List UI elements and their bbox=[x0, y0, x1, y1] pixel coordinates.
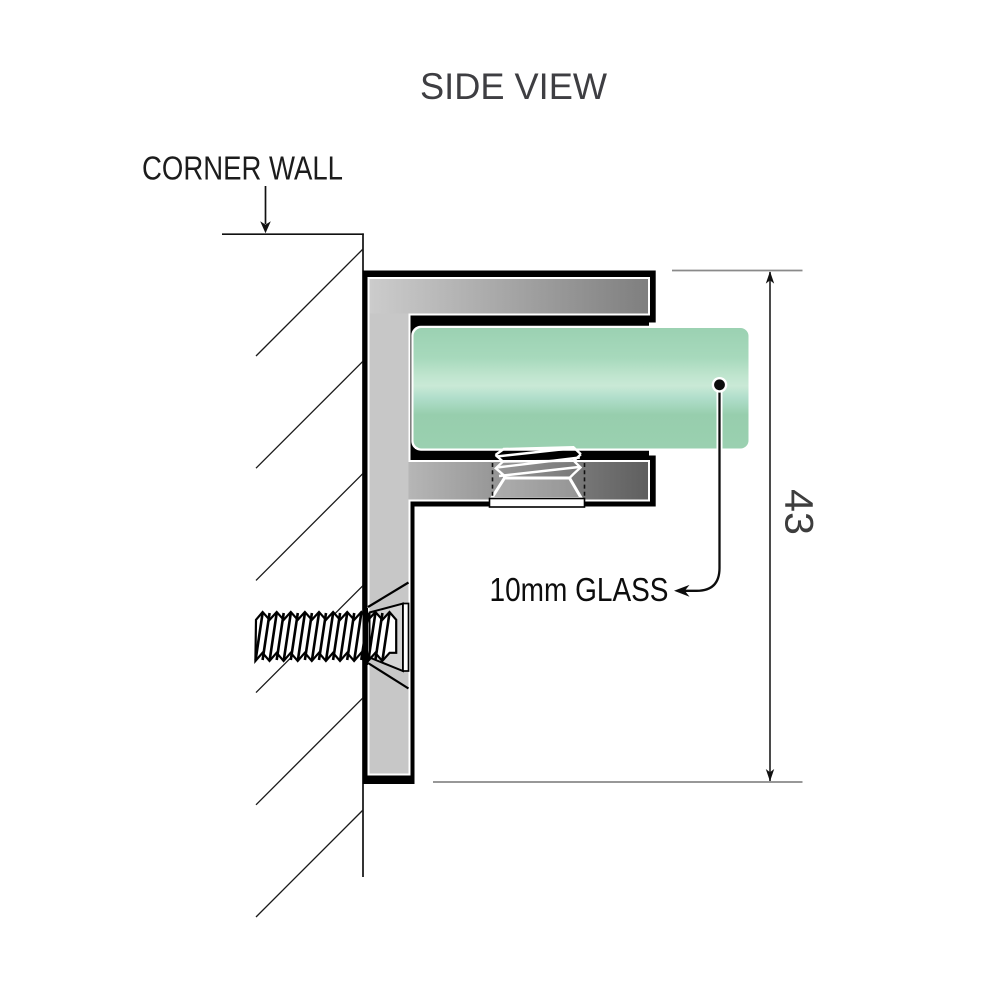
svg-text:43: 43 bbox=[777, 489, 821, 535]
svg-text:10mm GLASS: 10mm GLASS bbox=[490, 571, 669, 608]
svg-text:SIDE VIEW: SIDE VIEW bbox=[420, 66, 607, 107]
svg-text:CORNER WALL: CORNER WALL bbox=[142, 150, 343, 187]
